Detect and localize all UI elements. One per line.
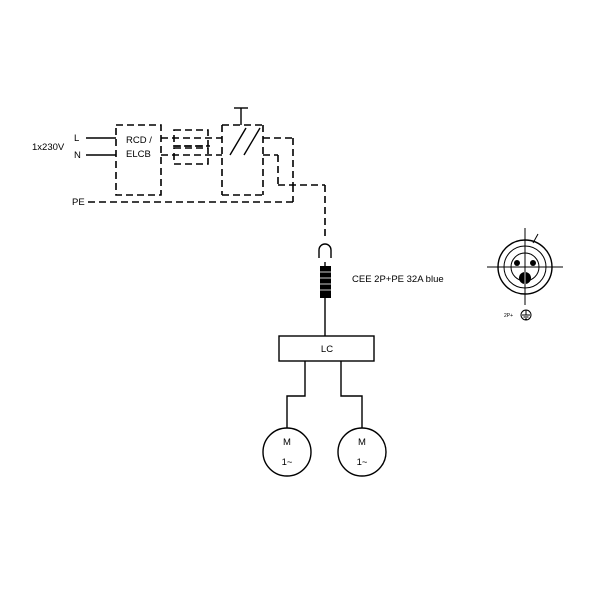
motor-2-phase: 1~ [357,457,368,468]
motor-1-label: M [283,437,291,448]
supply-voltage-label: 1x230V [32,142,65,153]
lc-label: LC [321,344,333,355]
line-label: L [74,133,79,144]
motor-1: M 1~ [262,427,312,477]
connector-label: CEE 2P+PE 32A blue [352,274,444,285]
main-switch [221,107,264,196]
rcd-elcb-box [115,124,162,196]
neutral-label: N [74,150,81,161]
rcd-label-line1: RCD / [126,135,152,146]
earth-label: PE [72,197,85,208]
motor-2-label: M [358,437,366,448]
rcd-label-line2: ELCB [126,149,151,160]
motor-2-feed [340,361,363,428]
lc-box [278,335,375,362]
pinout-label: 2P+ [504,313,513,319]
earth-symbol-icon [520,309,532,321]
motor-1-phase: 1~ [282,457,293,468]
motor-2: M 1~ [337,427,387,477]
motor-1-feed [286,361,306,428]
cee-connector [318,243,332,298]
connector-pinout-symbol [487,228,563,305]
breaker-pair [161,129,222,165]
